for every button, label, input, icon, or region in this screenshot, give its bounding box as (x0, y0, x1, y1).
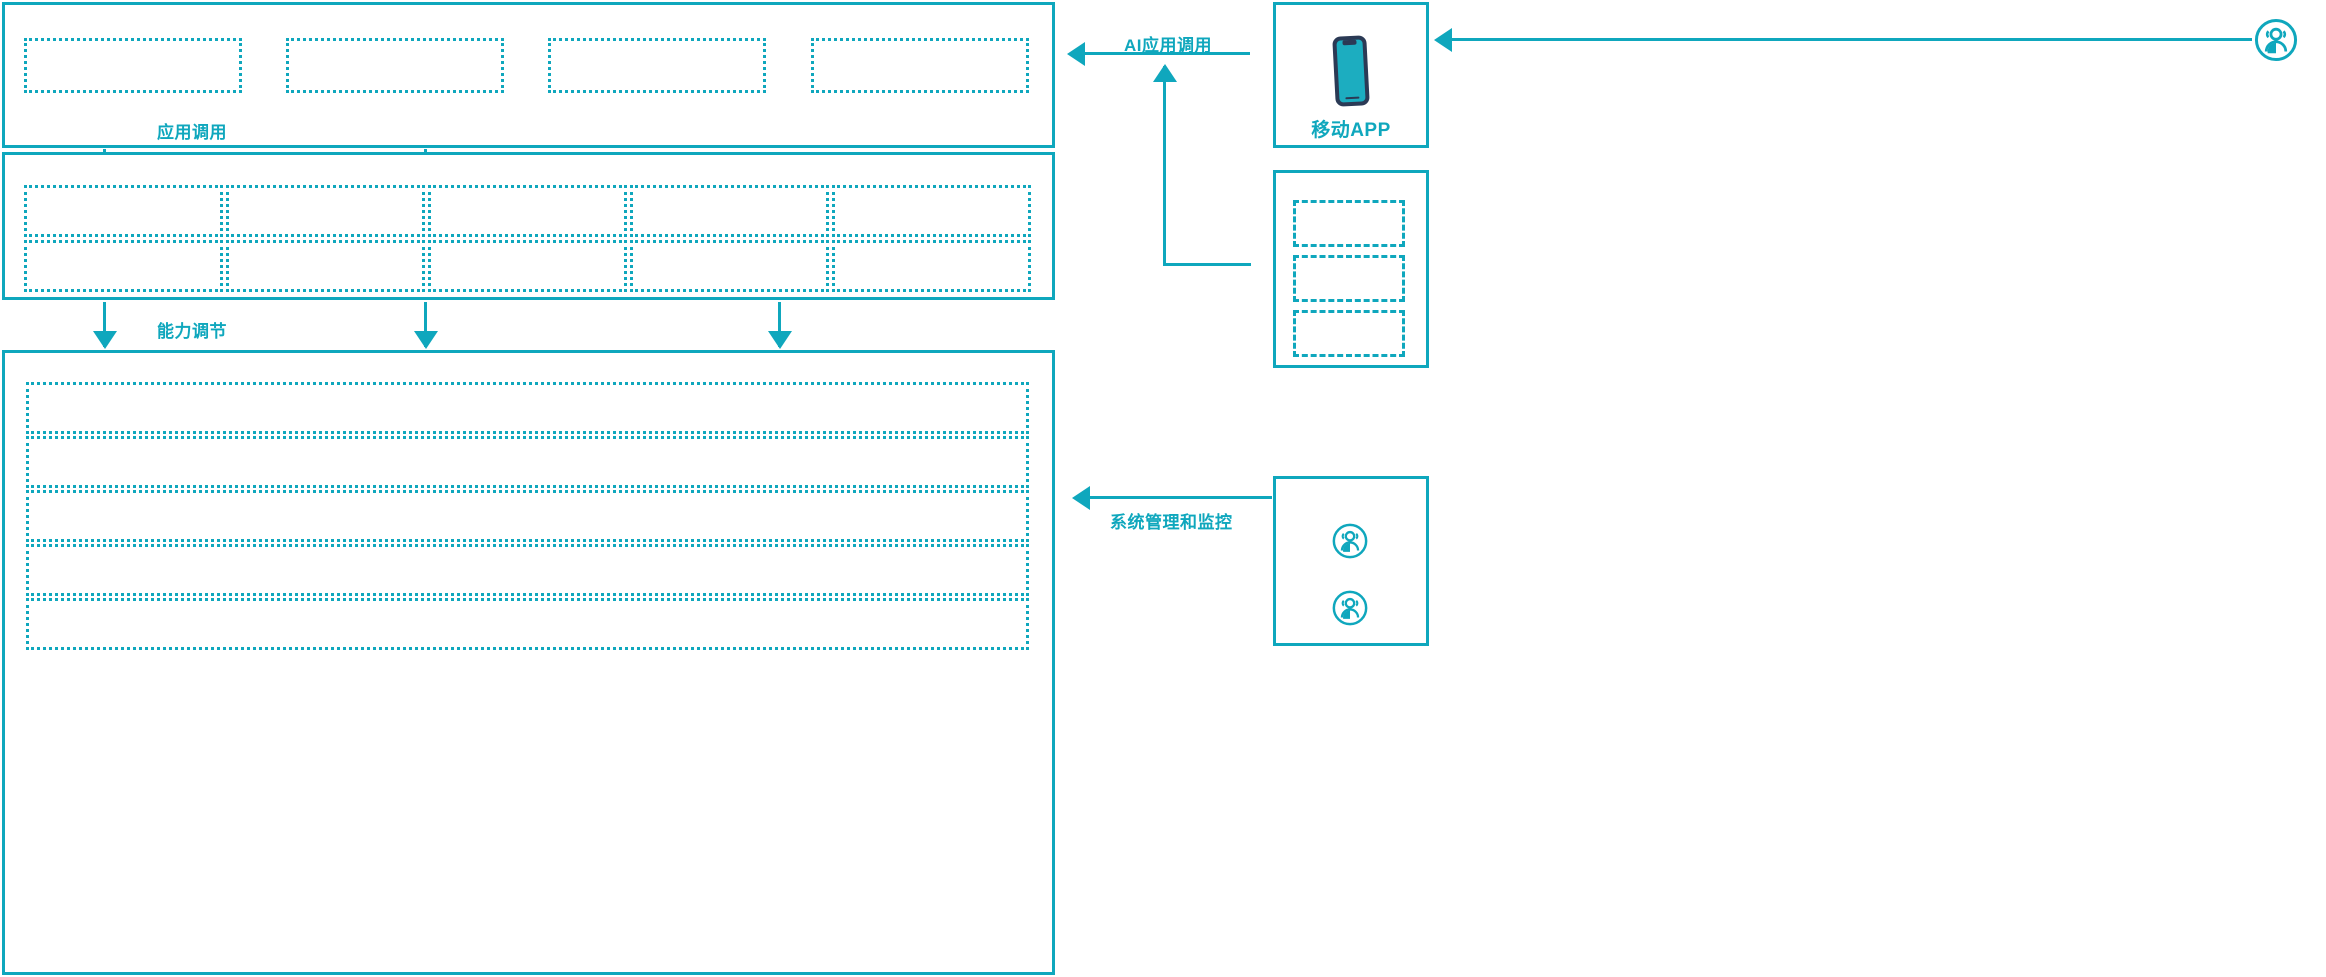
capability-box-7[interactable] (226, 240, 425, 292)
capability-box-3[interactable] (428, 185, 627, 237)
infrastructure-bar-4[interactable] (26, 544, 1029, 596)
sys-monitor-head (1072, 486, 1090, 510)
end-user-to-app-head (1434, 28, 1452, 52)
user-group-icon-ops-2 (1331, 589, 1369, 627)
infrastructure-bar-1[interactable] (26, 382, 1029, 434)
capability-ctl-arrow-2-head (414, 331, 438, 349)
user-group-icon-ops-1 (1331, 522, 1369, 560)
application-box-2[interactable] (286, 38, 504, 93)
infrastructure-bar-2[interactable] (26, 436, 1029, 488)
capability-box-6[interactable] (24, 240, 223, 292)
ops-panel (1273, 476, 1429, 646)
sys-monitor-line (1090, 496, 1272, 499)
infrastructure-bar-5[interactable] (26, 598, 1029, 650)
channel-box-3[interactable] (1293, 310, 1405, 357)
capability-ctl-label: 能力调节 (157, 322, 227, 341)
capability-box-8[interactable] (428, 240, 627, 292)
smartphone-icon (1331, 35, 1371, 107)
ai-app-call-label: AI应用调用 (1124, 36, 1212, 55)
application-box-1[interactable] (24, 38, 242, 93)
application-box-4[interactable] (811, 38, 1029, 93)
channel-box-2[interactable] (1293, 255, 1405, 302)
capability-box-9[interactable] (630, 240, 829, 292)
ai-app-call-riser (1163, 66, 1166, 266)
ai-app-call-head (1067, 42, 1085, 66)
app-call-label: 应用调用 (157, 123, 227, 142)
user-group-icon-end-user (2253, 17, 2299, 63)
ai-app-call-line (1085, 52, 1250, 55)
capability-box-2[interactable] (226, 185, 425, 237)
sys-monitor-label: 系统管理和监控 (1110, 513, 1233, 532)
application-box-3[interactable] (548, 38, 766, 93)
ai-app-call-base (1163, 263, 1251, 266)
mobile-app-label: 移动APP (1311, 120, 1391, 141)
capability-ctl-arrow-2-line (424, 302, 427, 347)
capability-box-4[interactable] (630, 185, 829, 237)
capability-box-1[interactable] (24, 185, 223, 237)
ai-app-call-riser-head (1153, 64, 1177, 82)
channel-box-1[interactable] (1293, 200, 1405, 247)
capability-ctl-arrow-1-head (93, 331, 117, 349)
end-user-to-app-line (1452, 38, 2252, 41)
capability-ctl-arrow-3-head (768, 331, 792, 349)
capability-box-10[interactable] (832, 240, 1031, 292)
capability-ctl-arrow-3-line (778, 302, 781, 347)
capability-box-5[interactable] (832, 185, 1031, 237)
capability-ctl-arrow-1-line (103, 302, 106, 347)
infrastructure-bar-3[interactable] (26, 490, 1029, 542)
